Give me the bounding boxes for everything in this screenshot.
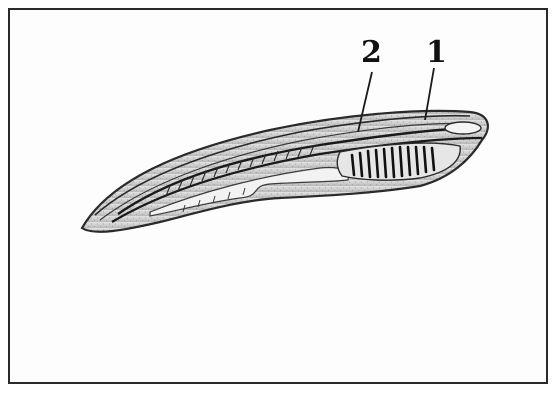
label-2: 2: [361, 35, 382, 70]
head-highlight: [445, 122, 481, 134]
label-1: 1: [426, 35, 447, 70]
